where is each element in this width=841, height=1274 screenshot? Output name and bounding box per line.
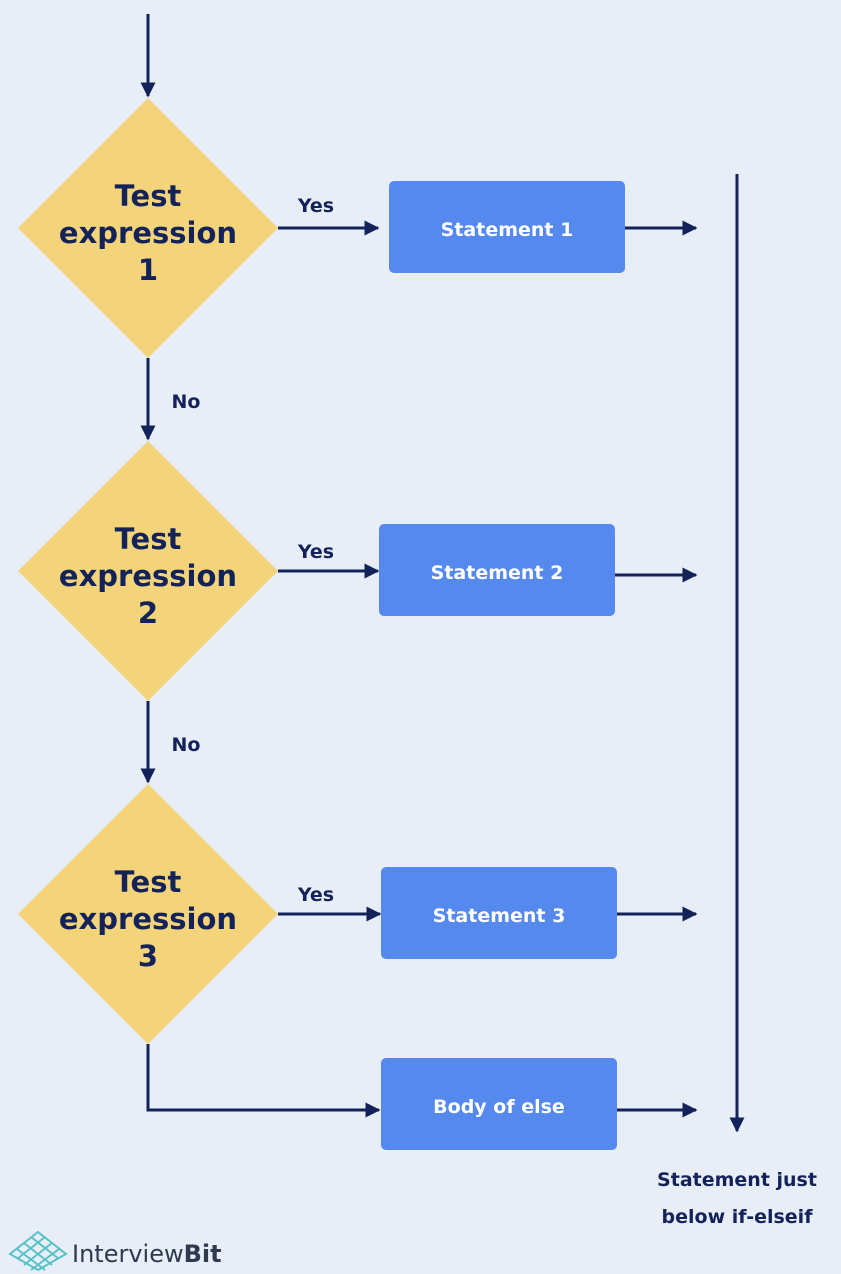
- statement-1: Statement 1: [389, 181, 625, 273]
- decision-1-line-1: Test: [115, 179, 182, 213]
- decision-1: Test expression 1: [18, 98, 278, 358]
- interviewbit-logo: InterviewBit: [8, 1230, 222, 1272]
- statement-else-box: [381, 1058, 617, 1150]
- logo-wordmark-regular: Interview: [72, 1240, 184, 1268]
- yes-label-2: Yes: [297, 541, 334, 563]
- statement-else: Body of else: [381, 1058, 617, 1150]
- decision-3-diamond: [18, 784, 278, 1044]
- statement-2-box: [379, 524, 615, 616]
- decision-1-diamond: [18, 98, 278, 358]
- final-statement-line-2: below if-elseif: [662, 1206, 814, 1228]
- statement-3: Statement 3: [381, 867, 617, 959]
- final-statement-line-1: Statement just: [657, 1169, 817, 1191]
- decision-2-line-1: Test: [115, 522, 182, 556]
- decision-2-line-3: 2: [138, 596, 158, 630]
- no-label-2: No: [172, 734, 201, 756]
- else-path-arrow: [146, 1044, 381, 1118]
- statement-3-label: Statement 3: [433, 905, 566, 927]
- statement-2: Statement 2: [379, 524, 615, 616]
- decision-3-line-1: Test: [115, 865, 182, 899]
- decision-1-line-2: expression: [59, 216, 237, 250]
- statement-else-label: Body of else: [433, 1096, 565, 1118]
- statement-1-box: [389, 181, 625, 273]
- decision-3: Test expression 3: [18, 784, 278, 1044]
- statement-3-box: [381, 867, 617, 959]
- yes-label-1: Yes: [297, 195, 334, 217]
- decision-3-line-2: expression: [59, 902, 237, 936]
- statement-2-label: Statement 2: [431, 562, 564, 584]
- no-label-1: No: [172, 391, 201, 413]
- statement-1-label: Statement 1: [441, 219, 574, 241]
- decision-3-line-3: 3: [138, 939, 158, 973]
- diamond-grid-logo-icon: [8, 1230, 68, 1272]
- logo-wordmark-bold: Bit: [184, 1240, 222, 1268]
- decision-2: Test expression 2: [18, 441, 278, 701]
- decision-2-diamond: [18, 441, 278, 701]
- decision-2-line-2: expression: [59, 559, 237, 593]
- yes-label-3: Yes: [297, 884, 334, 906]
- logo-wordmark: InterviewBit: [72, 1240, 222, 1268]
- decision-1-line-3: 1: [138, 253, 158, 287]
